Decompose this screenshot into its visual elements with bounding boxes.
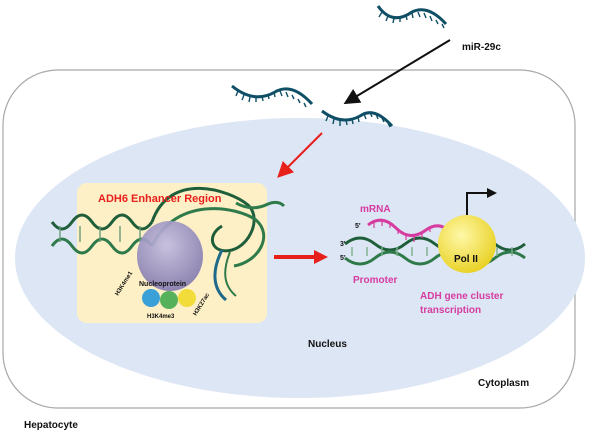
- mirna-strand-right: [321, 109, 394, 128]
- five-prime-top-label: 5': [355, 223, 361, 230]
- cytoplasm-label: Cytoplasm: [478, 378, 529, 389]
- three-prime-label: 3': [340, 241, 346, 248]
- histone-bead-yellow: [178, 289, 196, 307]
- mirna-strand-left: [231, 84, 314, 108]
- nucleus-label: Nucleus: [308, 339, 347, 350]
- nucleoprotein-label: Nucleoprotein: [139, 281, 186, 288]
- transcription-label-line1: ADH gene cluster: [420, 291, 503, 302]
- hepatocyte-label: Hepatocyte: [24, 420, 78, 431]
- histone-bead-green: [160, 291, 178, 309]
- activation-arrow: [274, 250, 328, 264]
- nucleoprotein-complex: [137, 221, 203, 291]
- transcription-start-arrow: [466, 188, 497, 215]
- enhancer-region-title: ADH6 Enhancer Region: [98, 193, 222, 205]
- five-prime-bottom-label: 5': [340, 255, 346, 262]
- transcription-label-line2: transcription: [420, 305, 481, 316]
- mirna-entry-arrow: [343, 39, 451, 105]
- histone-mark-h3k4me3: H3K4me3: [147, 314, 175, 320]
- pol-ii-enzyme: [438, 215, 496, 273]
- pol-ii-label: Pol II: [454, 254, 478, 265]
- mirna-strand-top: [376, 5, 448, 29]
- promoter-label: Promoter: [353, 275, 398, 286]
- mirna-label: miR-29c: [462, 42, 501, 53]
- histone-bead-blue: [142, 289, 160, 307]
- enhancer-dna-helix: [50, 186, 286, 302]
- mrna-label: mRNA: [360, 204, 391, 215]
- mirna-to-enhancer-arrow: [277, 132, 323, 178]
